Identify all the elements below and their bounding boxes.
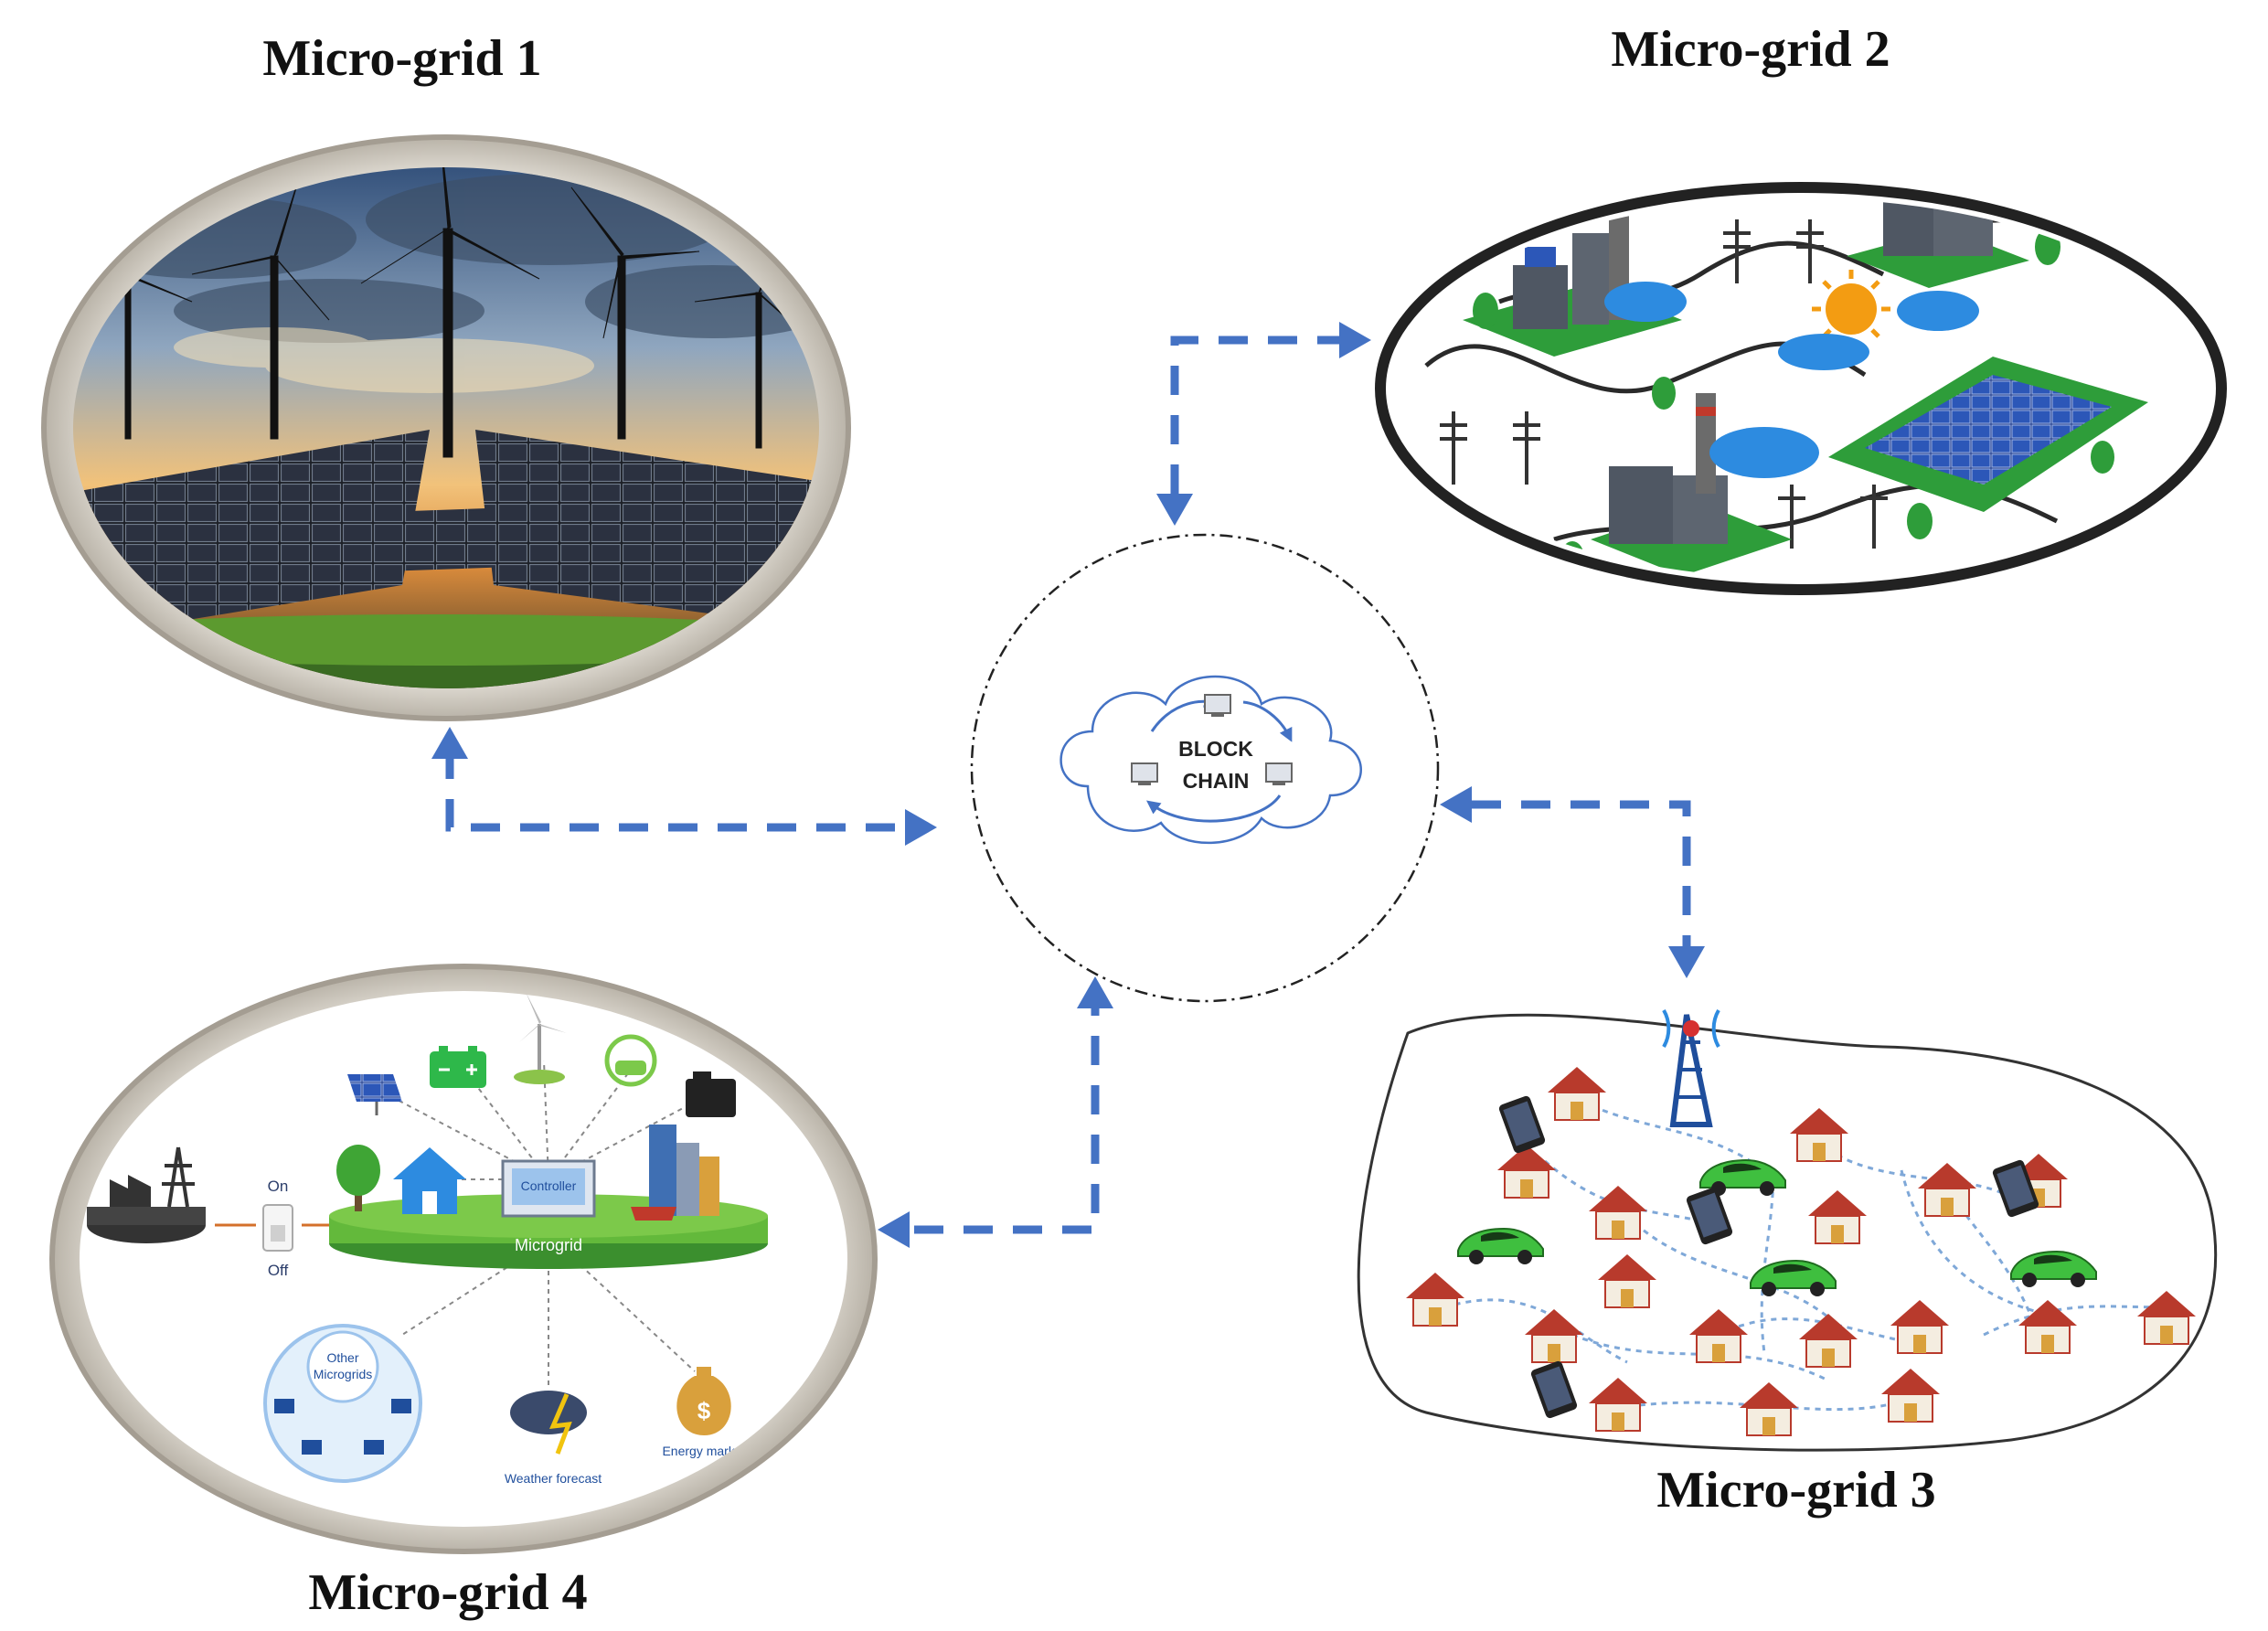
on-off-switch: On Off bbox=[215, 1178, 329, 1279]
house-icon bbox=[1740, 1382, 1798, 1436]
blockchain-label-line1: BLOCK bbox=[1178, 737, 1253, 761]
house-icon bbox=[393, 1147, 466, 1214]
house-icon bbox=[1790, 1108, 1848, 1162]
electric-car-icon bbox=[1750, 1259, 1837, 1296]
micro-grid-1-illustration bbox=[41, 134, 851, 721]
energy-market-icon: $ Energy market bbox=[662, 1367, 746, 1458]
blockchain-cloud-icon: BLOCK CHAIN bbox=[1059, 675, 1362, 845]
other-microgrids-icon: Other Microgrids bbox=[263, 1324, 422, 1483]
smartphone-icon bbox=[1498, 1095, 1546, 1154]
computer-node-icon bbox=[1131, 762, 1158, 785]
factory-icon bbox=[1847, 198, 2029, 288]
arrow-to-hub-from-mg2 bbox=[1156, 494, 1193, 526]
arrow-to-hub-from-mg4 bbox=[1077, 976, 1113, 1008]
house-icon bbox=[1808, 1190, 1867, 1244]
arrow-to-mg1 bbox=[431, 727, 468, 759]
power-poles bbox=[1440, 219, 1888, 549]
house-icon bbox=[2137, 1291, 2196, 1345]
switch-on-label: On bbox=[268, 1178, 289, 1195]
ev-charging-icon bbox=[604, 1034, 657, 1087]
other-microgrids-label-2: Microgrids bbox=[314, 1367, 373, 1381]
battery-icon bbox=[430, 1046, 486, 1088]
factory-icon bbox=[1591, 393, 1819, 576]
tree-icon bbox=[336, 1145, 380, 1211]
house-icon bbox=[1406, 1273, 1464, 1327]
weather-forecast-icon: Weather forecast bbox=[505, 1391, 602, 1486]
cloud-icon bbox=[1778, 334, 1869, 370]
house-icon bbox=[1525, 1309, 1583, 1363]
generator-icon bbox=[686, 1071, 736, 1117]
house-icon bbox=[1881, 1369, 1940, 1423]
electric-car-icon bbox=[1457, 1227, 1544, 1264]
city-buildings-icon bbox=[631, 1125, 719, 1221]
connectors bbox=[431, 322, 1705, 1248]
house-icon bbox=[1589, 1378, 1647, 1432]
controller-computer-icon: Controller bbox=[501, 1159, 596, 1218]
cloud-icon bbox=[1897, 291, 1979, 331]
micro-grid-4-title: Micro-grid 4 bbox=[308, 1564, 587, 1621]
arrow-to-hub-from-mg1 bbox=[905, 809, 937, 846]
house-icon bbox=[1890, 1300, 1949, 1354]
blockchain-label-line2: CHAIN bbox=[1183, 769, 1250, 793]
house-icon bbox=[1598, 1254, 1656, 1308]
arrow-to-hub-from-mg3 bbox=[1440, 786, 1472, 823]
smartphones bbox=[1498, 1095, 2039, 1419]
smartphone-icon bbox=[1992, 1159, 2039, 1218]
house-icon bbox=[1548, 1067, 1606, 1121]
micro-grid-3-title: Micro-grid 3 bbox=[1656, 1462, 1935, 1519]
blockchain-hub: BLOCK CHAIN bbox=[970, 533, 1440, 1003]
energy-market-label: Energy market bbox=[662, 1444, 745, 1458]
arrow-to-mg3 bbox=[1668, 946, 1705, 978]
utility-grid-icon bbox=[87, 1146, 206, 1243]
micro-grid-4-illustration: Microgrid Controller bbox=[49, 964, 878, 1554]
connector-mg4-hub bbox=[914, 1006, 1100, 1234]
micro-grid-2-title: Micro-grid 2 bbox=[1611, 21, 1890, 78]
controller-label: Controller bbox=[521, 1178, 577, 1193]
solar-farm bbox=[1828, 357, 2148, 512]
electric-cars bbox=[1457, 1158, 2097, 1296]
cell-tower-icon bbox=[1662, 1009, 1720, 1127]
computer-node-icon bbox=[1204, 694, 1231, 717]
house-icon bbox=[1918, 1163, 1976, 1217]
other-microgrids-label-1: Other bbox=[326, 1350, 358, 1365]
house-icon bbox=[1689, 1309, 1748, 1363]
smartphone-icon bbox=[1686, 1187, 1733, 1245]
house-icon bbox=[1799, 1314, 1858, 1368]
electric-car-icon bbox=[1699, 1158, 1786, 1196]
house-icon bbox=[2018, 1300, 2077, 1354]
connector-mg2-hub bbox=[1170, 336, 1344, 494]
electric-car-icon bbox=[2010, 1250, 2097, 1287]
microgrid-platform-label: Microgrid bbox=[515, 1236, 582, 1254]
arrow-to-mg2 bbox=[1339, 322, 1371, 358]
dollar-sign: $ bbox=[697, 1397, 711, 1424]
wind-turbine-icon bbox=[514, 992, 567, 1084]
solar-panel-icon bbox=[347, 1074, 402, 1115]
micro-grid-1-title: Micro-grid 1 bbox=[262, 30, 541, 87]
smartphone-icon bbox=[1530, 1360, 1578, 1419]
weather-forecast-label: Weather forecast bbox=[505, 1471, 602, 1486]
connector-mg3-hub bbox=[1472, 800, 1691, 946]
house-icon bbox=[1497, 1145, 1556, 1199]
connector-mg1-hub bbox=[445, 750, 905, 832]
micro-grid-2-illustration bbox=[1375, 182, 2227, 595]
house-icon bbox=[1589, 1186, 1647, 1240]
arrow-to-mg4 bbox=[878, 1211, 910, 1248]
switch-off-label: Off bbox=[268, 1262, 289, 1279]
houses bbox=[1406, 1067, 2196, 1436]
computer-node-icon bbox=[1265, 762, 1293, 785]
micro-grid-3-illustration bbox=[1357, 1009, 2218, 1452]
